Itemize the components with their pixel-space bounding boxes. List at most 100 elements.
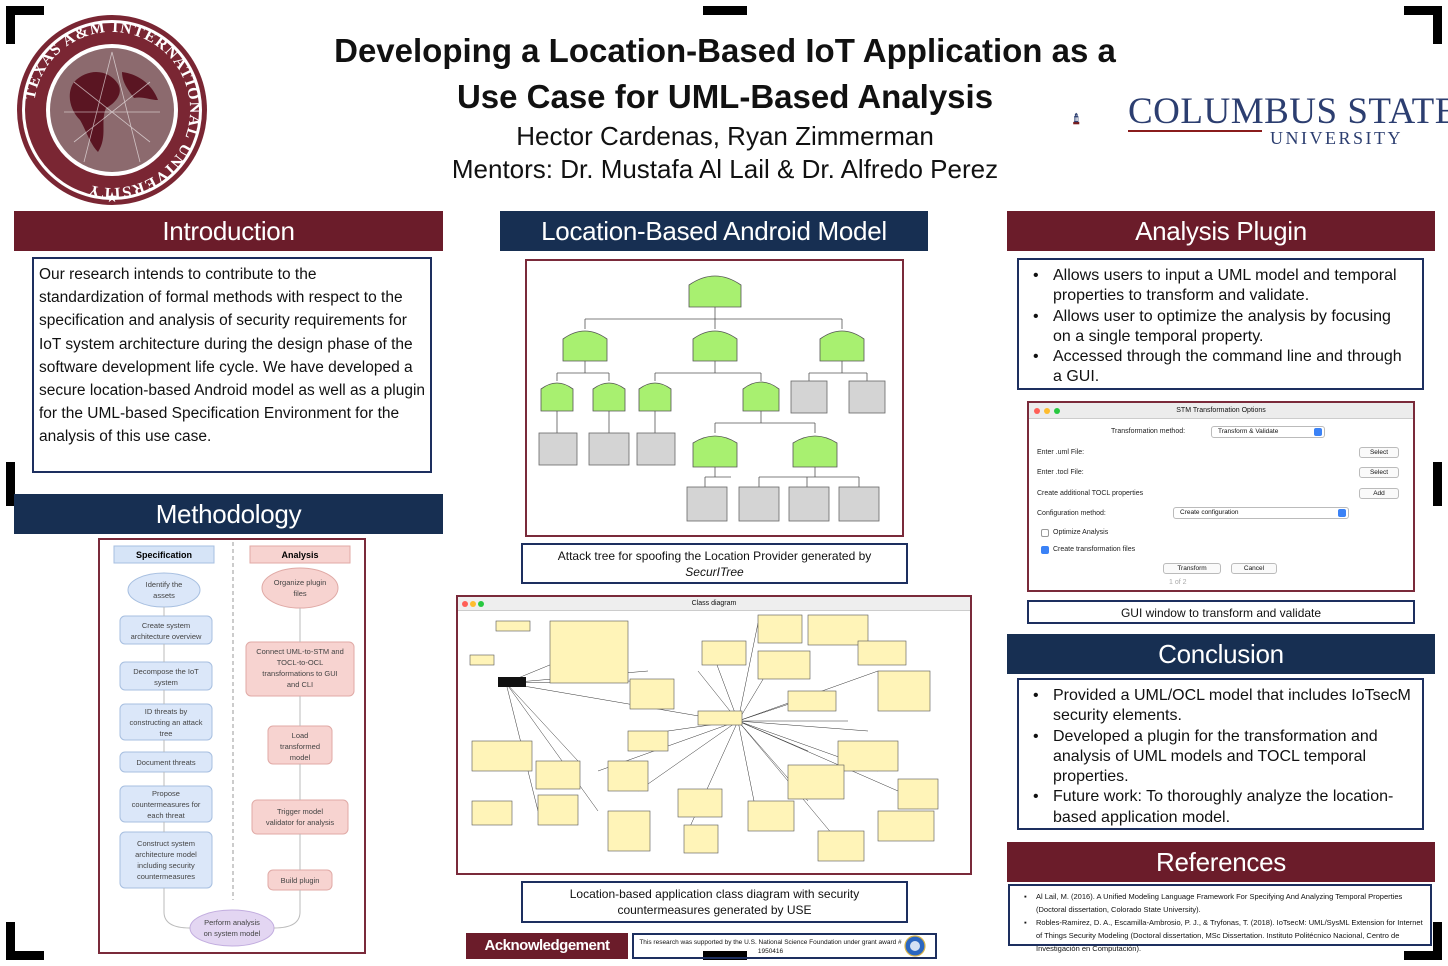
analysis-step-4: Trigger model <box>277 807 323 816</box>
analysis-step-1: Organize plugin <box>274 578 327 587</box>
methodology-diagram: Specification Analysis Identify the asse… <box>98 538 366 954</box>
corner-mark-bottom-left <box>6 922 44 960</box>
columbus-state-logo <box>1073 112 1080 125</box>
optimize-label: Optimize Analysis <box>1053 529 1109 536</box>
references-heading: References <box>1007 842 1435 882</box>
transformation-options-window: STM Transformation Options Transformatio… <box>1027 401 1415 592</box>
spec-step-7: Construct system <box>137 839 195 848</box>
corner-mark-top-right <box>1404 6 1442 44</box>
conclusion-box: Provided a UML/OCL model that includes I… <box>1017 678 1424 830</box>
attack-tree-caption: Attack tree for spoofing the Location Pr… <box>521 543 908 584</box>
transform-button[interactable]: Transform <box>1163 563 1221 574</box>
analysis-step-3: Load <box>292 731 309 740</box>
gui-window-title: STM Transformation Options <box>1029 403 1413 419</box>
analysis-column-header: Analysis <box>281 550 318 560</box>
cancel-button[interactable]: Cancel <box>1231 563 1277 574</box>
add-tocl-label: Create additional TOCL properties <box>1037 490 1144 497</box>
poster-mentors: Mentors: Dr. Mustafa Al Lail & Dr. Alfre… <box>451 154 999 184</box>
svg-text:countermeasures: countermeasures <box>137 872 195 881</box>
corner-mark-top-left <box>6 6 44 44</box>
references-box: Al Lail, M. (2016). A Unified Modeling L… <box>1008 884 1432 953</box>
plugin-bullet: Allows users to input a UML model and te… <box>1029 266 1412 307</box>
svg-text:including security: including security <box>137 861 195 870</box>
conclusion-heading: Conclusion <box>1007 634 1435 674</box>
create-files-checkbox[interactable] <box>1041 546 1049 554</box>
svg-text:validator for analysis: validator for analysis <box>266 818 335 827</box>
minimize-icon[interactable] <box>1044 408 1050 414</box>
poster-title-line2: Use Case for UML-Based Analysis <box>456 78 994 115</box>
svg-text:files: files <box>293 589 307 598</box>
poster-header: Developing a Location-Based IoT Applicat… <box>250 28 1200 186</box>
optimize-checkbox[interactable] <box>1041 529 1049 537</box>
columbus-state-university-text: UNIVERSITY <box>1270 128 1403 148</box>
analysis-step-5: Build plugin <box>281 876 320 885</box>
analysis-step-2: Connect UML-to-STM and <box>256 647 344 656</box>
select-uml-button[interactable]: Select <box>1359 447 1399 458</box>
plugin-box: Allows users to input a UML model and te… <box>1017 258 1424 390</box>
select-tocl-button[interactable]: Select <box>1359 467 1399 478</box>
svg-text:model: model <box>290 753 311 762</box>
svg-text:transformed: transformed <box>280 742 320 751</box>
svg-text:constructing an attack: constructing an attack <box>130 718 203 727</box>
class-window-title: Class diagram <box>691 600 737 607</box>
conclusion-bullet: Future work: To thoroughly analyze the l… <box>1029 787 1412 828</box>
corner-mark-bottom-right <box>1404 922 1442 960</box>
add-button[interactable]: Add <box>1359 488 1399 499</box>
svg-text:on system model: on system model <box>204 929 261 938</box>
svg-text:transformations to GUI: transformations to GUI <box>262 669 337 678</box>
introduction-box: Our research intends to contribute to th… <box>32 257 432 473</box>
edge-mark-left <box>6 462 15 506</box>
svg-text:★: ★ <box>106 189 119 205</box>
methodology-heading: Methodology <box>14 494 443 534</box>
svg-text:countermeasures for: countermeasures for <box>132 800 201 809</box>
conclusion-bullet: Provided a UML/OCL model that includes I… <box>1029 686 1412 727</box>
reference-item: Al Lail, M. (2016). A Unified Modeling L… <box>1024 890 1424 916</box>
spec-column-header: Specification <box>136 550 192 560</box>
reference-item: Robles-Ramirez, D. A., Escamilla-Ambrosi… <box>1024 916 1424 955</box>
spec-step-3: Decompose the IoT <box>133 667 199 676</box>
tocl-file-label: Enter .tocl File: <box>1037 469 1084 476</box>
svg-text:assets: assets <box>153 591 175 600</box>
uml-file-label: Enter .uml File: <box>1037 449 1085 456</box>
svg-text:and CLI: and CLI <box>287 680 313 689</box>
spec-step-6: Propose <box>152 789 180 798</box>
plugin-bullet: Accessed through the command line and th… <box>1029 347 1412 388</box>
spec-step-2: Create system <box>142 621 190 630</box>
plugin-bullet-list: Allows users to input a UML model and te… <box>1019 260 1422 392</box>
attack-tree-diagram <box>525 259 904 537</box>
method-select[interactable]: Transform & Validate <box>1211 426 1325 438</box>
acknowledgement-heading: Acknowledgement <box>466 933 628 959</box>
config-label: Configuration method: <box>1037 510 1106 517</box>
spec-step-5: Document threats <box>136 758 195 767</box>
plugin-heading: Analysis Plugin <box>1007 211 1435 251</box>
tamiu-seal-logo: TEXAS A&M INTERNATIONAL UNIVERSITY ★ <box>17 15 207 205</box>
class-diagram-window: Class diagram <box>456 595 972 875</box>
config-select[interactable]: Create configuration <box>1173 507 1349 519</box>
svg-text:TOCL-to-OCL: TOCL-to-OCL <box>277 658 324 667</box>
svg-text:tree: tree <box>160 729 173 738</box>
poster-title-line1: Developing a Location-Based IoT Applicat… <box>334 32 1116 69</box>
page-indicator: 1 of 2 <box>1169 579 1187 586</box>
class-diagram-caption: Location-based application class diagram… <box>521 881 908 923</box>
svg-text:architecture model: architecture model <box>135 850 197 859</box>
close-icon[interactable] <box>1034 408 1040 414</box>
svg-text:each threat: each threat <box>147 811 185 820</box>
edge-mark-top <box>703 6 747 15</box>
conclusion-bullet: Developed a plugin for the transformatio… <box>1029 727 1412 788</box>
gui-caption: GUI window to transform and validate <box>1027 600 1415 624</box>
columbus-state-wordmark: COLUMBUS STATE <box>1128 91 1448 132</box>
plugin-bullet: Allows user to optimize the analysis by … <box>1029 307 1412 348</box>
poster-authors: Hector Cardenas, Ryan Zimmerman <box>516 121 934 151</box>
nsf-logo <box>904 935 926 957</box>
model-heading: Location-Based Android Model <box>500 211 928 251</box>
introduction-heading: Introduction <box>14 211 443 251</box>
introduction-text: Our research intends to contribute to th… <box>39 266 426 446</box>
columbus-state-rule <box>1128 130 1262 132</box>
method-label: Transformation method: <box>1111 428 1186 435</box>
create-files-label: Create transformation files <box>1053 546 1136 553</box>
maximize-icon[interactable] <box>1054 408 1060 414</box>
spec-step-4: ID threats by <box>145 707 188 716</box>
edge-mark-right <box>1433 462 1442 506</box>
acknowledgement-text: This research was supported by the U.S. … <box>639 939 902 955</box>
svg-text:architecture overview: architecture overview <box>131 632 202 641</box>
